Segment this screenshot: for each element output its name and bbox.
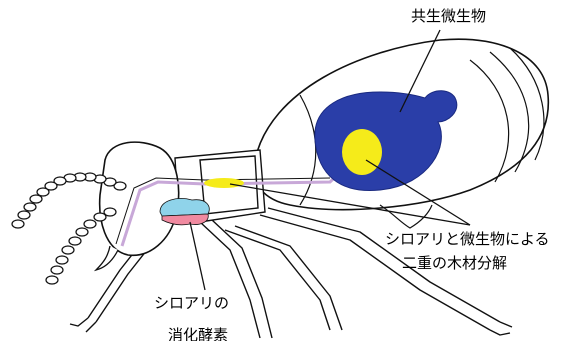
antenna-segment: [37, 188, 49, 196]
middle-leg-upper: [200, 220, 272, 338]
antenna-segment: [51, 266, 63, 274]
midgut-yellow: [204, 178, 244, 188]
middle-leg-lower: [225, 226, 342, 330]
antenna-segment: [94, 213, 106, 221]
antenna-segment: [30, 195, 42, 203]
head-capsule: [100, 142, 179, 255]
leader-enzyme: [190, 222, 205, 290]
salivary-gland-blue: [160, 199, 209, 217]
label-dual-decomposition-line1: シロアリと微生物による: [385, 228, 550, 250]
label-symbiotic-microbes: 共生微生物: [411, 5, 486, 27]
antenna-segment: [76, 228, 88, 236]
antenna-segment: [56, 256, 68, 264]
label-digestive-enzyme-line2: 消化酵素: [168, 324, 228, 341]
hindgut-yellow-spot: [342, 129, 382, 175]
antenna-segment: [24, 203, 36, 211]
label-digestive-enzyme-line1: シロアリの: [154, 292, 229, 314]
antenna-segment: [69, 237, 81, 245]
mandible: [96, 246, 118, 270]
antenna-segment: [46, 276, 58, 284]
label-dual-decomposition-line2: 二重の木材分解: [402, 252, 507, 274]
salivary-gland-pink: [162, 214, 208, 225]
antenna-segment: [62, 246, 74, 254]
abdomen-tip: [380, 205, 432, 228]
antenna-segment: [18, 211, 30, 219]
antenna-segment: [12, 220, 24, 228]
antenna-segment: [84, 220, 96, 228]
tarsus-front: [70, 318, 96, 332]
tarsus-hind: [490, 322, 512, 335]
